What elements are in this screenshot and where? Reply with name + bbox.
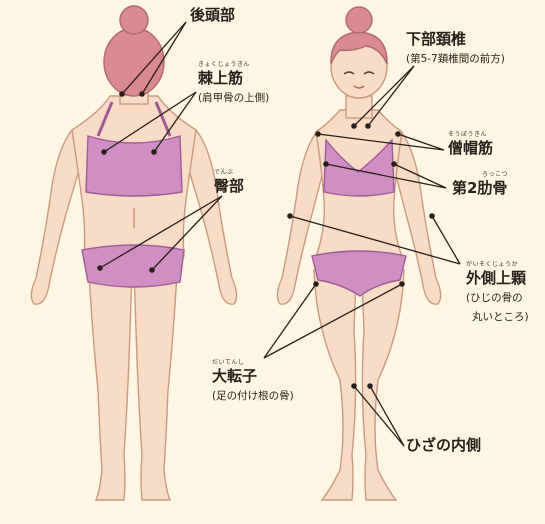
marker-rokkotsu-left (323, 161, 329, 167)
label-hiza-text: ひざの内側 (406, 436, 481, 454)
marker-sobokin-right (395, 131, 401, 137)
label-kabu-keitsui-note: (第5-7頚椎間の前方) (406, 53, 505, 65)
back-right-arm (186, 130, 237, 304)
marker-gaisoku-right (429, 213, 435, 219)
label-denbu: でんぶ 臀部 (214, 170, 244, 195)
label-daitenshi-ruby: だいてんし (212, 360, 294, 367)
label-hiza: ひざの内側 (406, 436, 481, 454)
label-kyokujokin: きょくじょうきん 棘上筋 (肩甲骨の上側) (198, 62, 269, 106)
marker-sobokin-left (315, 131, 321, 137)
marker-keitsui-left (351, 123, 357, 129)
front-hair-bun (346, 7, 372, 33)
back-hair-bun (120, 6, 148, 34)
marker-rokkotsu-right (391, 161, 397, 167)
back-underwear (82, 245, 184, 287)
label-kotobu-text: 後頭部 (190, 6, 235, 24)
marker-hiza-right (367, 383, 373, 389)
label-rokkotsu: ろっこつ 第2肋骨 (452, 172, 508, 197)
marker-daitenshi-right (399, 281, 405, 287)
marker-hiza-left (351, 383, 357, 389)
label-daitenshi-text: 大転子 (212, 367, 257, 385)
marker-denbu-right (149, 267, 155, 273)
front-neck (346, 96, 372, 118)
marker-kyokujokin-right (151, 149, 157, 155)
label-daitenshi-note: (足の付け根の骨) (212, 390, 294, 402)
label-kyokujokin-text: 棘上筋 (198, 69, 243, 87)
marker-gaisoku-left (287, 213, 293, 219)
label-kyokujokin-note: (肩甲骨の上側) (198, 92, 269, 104)
front-figure (277, 7, 440, 500)
label-gaisoku-jokka-note-2: 丸いところ) (466, 311, 529, 323)
label-sobokin: そうぼうきん 僧帽筋 (448, 132, 493, 157)
marker-kyokujokin-left (101, 149, 107, 155)
label-denbu-text: 臀部 (214, 177, 244, 195)
label-sobokin-text: 僧帽筋 (448, 139, 493, 157)
label-kotobu: 後頭部 (190, 6, 235, 24)
label-gaisoku-jokka-text: 外側上顆 (466, 269, 526, 287)
label-kabu-keitsui-text: 下部頚椎 (406, 30, 466, 48)
label-kabu-keitsui: 下部頚椎 (第5-7頚椎間の前方) (406, 30, 505, 67)
label-gaisoku-jokka: がいそくじょうか 外側上顆 (ひじの骨の 丸いところ) (466, 262, 529, 324)
marker-kotobu-left (119, 91, 125, 97)
back-left-arm (31, 130, 82, 304)
label-rokkotsu-ruby: ろっこつ (452, 172, 508, 179)
label-denbu-ruby: でんぶ (214, 170, 244, 177)
marker-daitenshi-left (313, 281, 319, 287)
marker-keitsui-right (365, 123, 371, 129)
front-left-leg (314, 270, 356, 500)
back-right-leg (134, 255, 178, 500)
marker-denbu-left (97, 265, 103, 271)
label-sobokin-ruby: そうぼうきん (448, 132, 493, 139)
label-daitenshi: だいてんし 大転子 (足の付け根の骨) (212, 360, 294, 404)
back-left-leg (88, 255, 132, 500)
label-gaisoku-jokka-note-1: (ひじの骨の (466, 292, 523, 304)
label-rokkotsu-text: 第2肋骨 (452, 179, 507, 197)
back-bra (86, 136, 182, 196)
label-kyokujokin-ruby: きょくじょうきん (198, 62, 269, 69)
back-head (104, 28, 164, 96)
label-gaisoku-jokka-ruby: がいそくじょうか (466, 262, 529, 269)
marker-kotobu-right (139, 91, 145, 97)
